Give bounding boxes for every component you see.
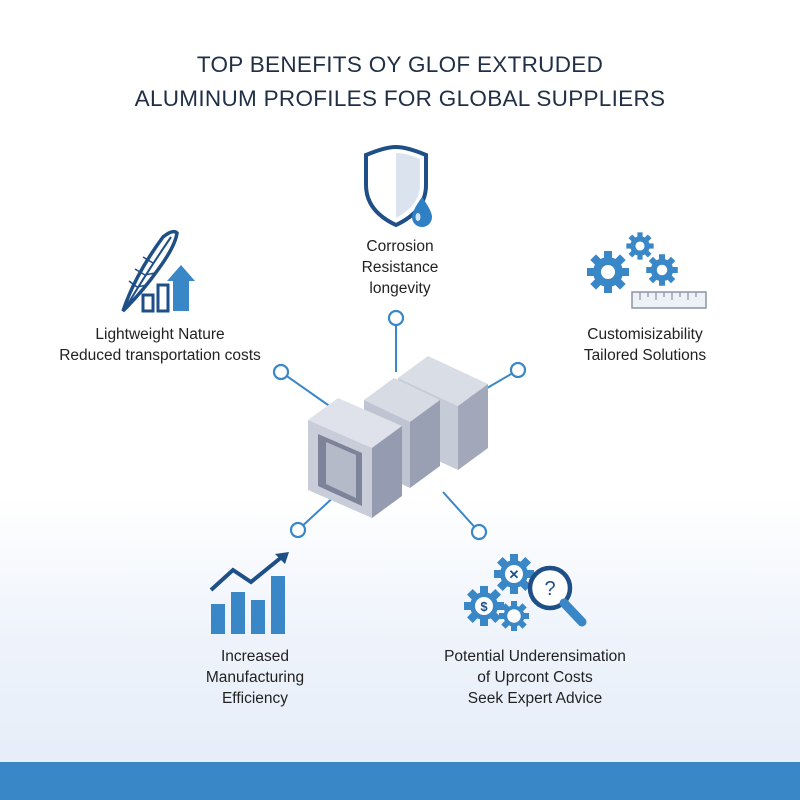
- label-line: Resistance: [361, 259, 439, 276]
- label-corrosion-resistance: Corrosion Resistance longevity: [300, 236, 500, 299]
- connector-bottom-right: [442, 491, 480, 533]
- label-upfront-costs: Potential Underensimation of Uprcont Cos…: [410, 646, 660, 709]
- aluminum-profile-icon: [308, 356, 488, 518]
- label-line: longevity: [369, 280, 431, 297]
- page-title: TOP BENEFITS OY GLOF EXTRUDED ALUMINUM P…: [0, 48, 800, 116]
- label-line: Efficiency: [221, 690, 289, 707]
- label-line: of Uprcont Costs: [477, 669, 593, 686]
- label-line: Corrosion: [366, 238, 434, 255]
- node-bottom-left: [289, 521, 307, 539]
- label-line: Tailored Solutions: [583, 347, 707, 364]
- label-lightweight-nature: Lightweight Nature Reduced transportatio…: [40, 324, 280, 366]
- feather-growth-chart-icon: [121, 229, 195, 313]
- node-left: [272, 363, 290, 381]
- node-right: [509, 361, 527, 379]
- rising-bar-chart-icon: [209, 552, 289, 634]
- svg-text:✕: ✕: [509, 567, 520, 582]
- svg-text:$: $: [480, 599, 488, 614]
- title-line-1: TOP BENEFITS OY GLOF EXTRUDED: [196, 52, 604, 77]
- shield-water-drop-icon: [364, 145, 432, 228]
- label-line: Lightweight Nature: [95, 326, 225, 343]
- svg-text:?: ?: [544, 578, 555, 600]
- label-customisizability: Customisizability Tailored Solutions: [560, 324, 730, 366]
- label-line: Reduced transportation costs: [59, 347, 261, 364]
- label-line: Seek Expert Advice: [467, 690, 603, 707]
- title-line-2: ALUMINUM PROFILES FOR GLOBAL SUPPLIERS: [134, 86, 666, 111]
- label-line: Manufacturing: [205, 669, 305, 686]
- footer-accent-bar: [0, 762, 800, 800]
- label-manufacturing-efficiency: Increased Manufacturing Efficiency: [170, 646, 340, 709]
- label-line: Increased: [220, 648, 290, 665]
- node-top: [387, 309, 405, 327]
- gears-magnifier-icon: $ ✕ ?: [464, 554, 587, 631]
- label-line: Potential Underensimation: [444, 648, 626, 665]
- gears-ruler-icon: [587, 232, 707, 309]
- node-bottom-right: [470, 523, 488, 541]
- label-line: Customisizability: [587, 326, 703, 343]
